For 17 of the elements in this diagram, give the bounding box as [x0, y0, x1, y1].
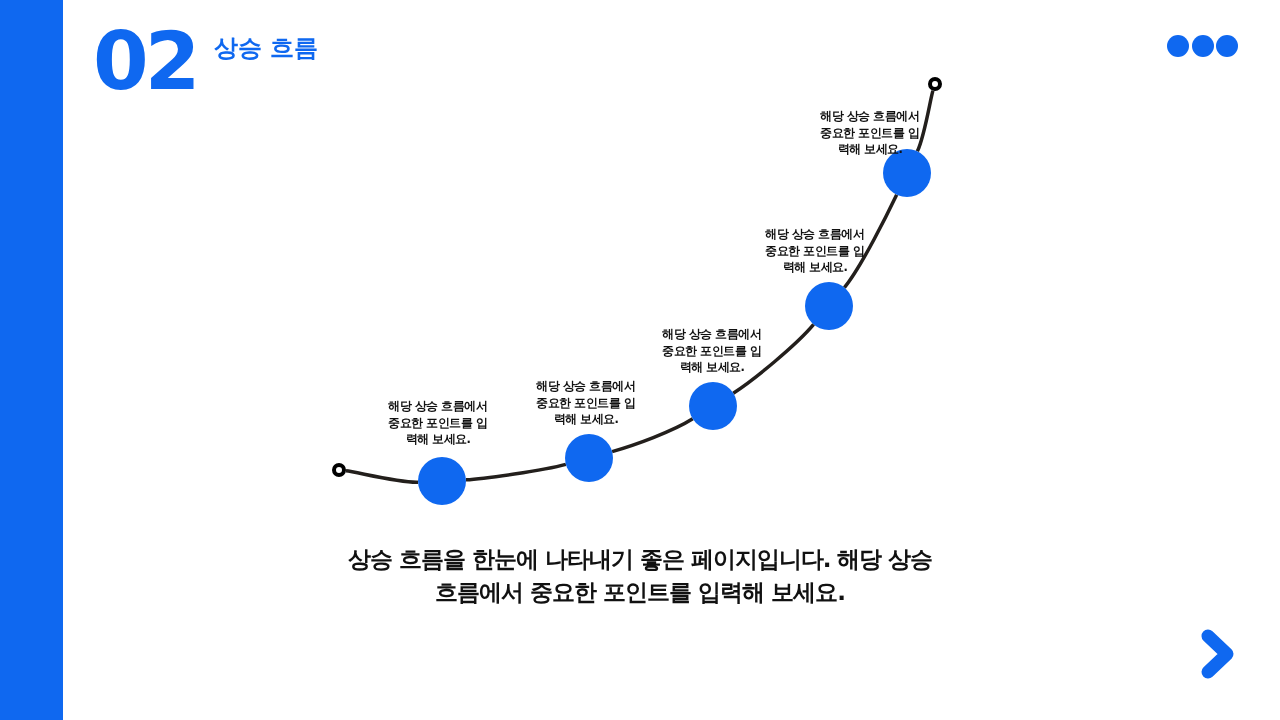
curve-segment	[842, 193, 899, 289]
point-caption: 해당 상승 흐름에서 중요한 포인트를 입력해 보세요.	[661, 326, 763, 376]
curve-segment	[611, 417, 694, 454]
point-caption: 해당 상승 흐름에서 중요한 포인트를 입력해 보세요.	[535, 378, 637, 428]
point-caption: 해당 상승 흐름에서 중요한 포인트를 입력해 보세요.	[819, 108, 921, 158]
point-caption: 해당 상승 흐름에서 중요한 포인트를 입력해 보세요.	[764, 226, 866, 276]
curve-segment	[732, 323, 815, 395]
end-dot	[928, 77, 942, 91]
curve-segment	[915, 90, 935, 153]
point-caption: 해당 상승 흐름에서 중요한 포인트를 입력해 보세요.	[387, 398, 489, 448]
section-number: 02	[93, 22, 197, 102]
curve-segment	[465, 462, 567, 482]
side-bar	[0, 0, 63, 720]
curve-segment	[345, 469, 419, 484]
end-dot	[332, 463, 346, 477]
slide-title: 상승 흐름	[214, 34, 319, 63]
caption-text: 상승 흐름을 한눈에 나타내기 좋은 페이지입니다. 해당 상승 흐름에서 중요한 포인트를 입력해 보세요.	[346, 545, 934, 608]
